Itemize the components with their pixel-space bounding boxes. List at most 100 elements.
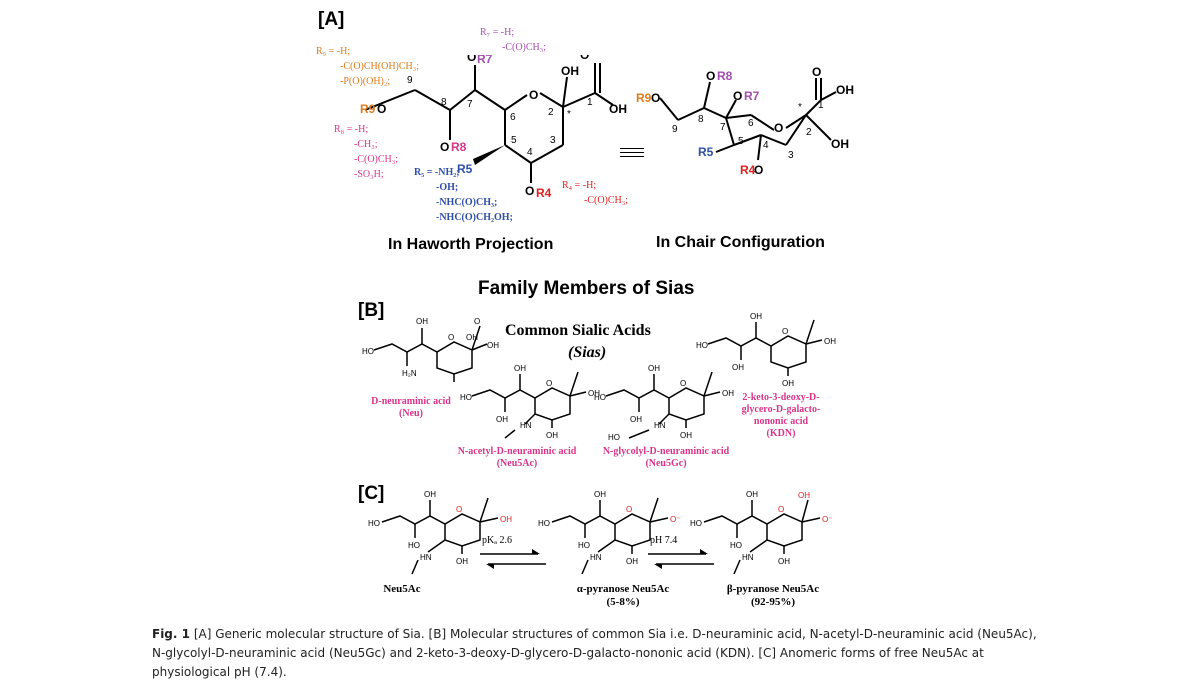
svg-text:O: O [782,327,788,336]
panel-b-label: [B] [358,300,385,321]
svg-text:6: 6 [510,112,516,123]
panel-c-label: [C] [358,483,385,504]
svg-text:OH: OH [588,389,600,398]
svg-text:R9: R9 [636,91,652,105]
svg-text:O: O [651,91,660,105]
neu5gc-name: N-glycolyl-D-neuraminic acid(Neu5Gc) [602,446,730,469]
svg-text:OH: OH [626,557,638,566]
equilibrium-arrows-icon [648,549,714,569]
equilibrium-arrows-icon [480,549,546,569]
svg-text:O: O [778,505,784,514]
svg-text:HO: HO [538,519,550,528]
svg-text:O⁻: O⁻ [670,515,680,524]
svg-text:HN: HN [590,553,602,562]
svg-text:OH: OH [416,317,428,326]
caption-line-1: [A] Generic molecular structure of Sia. … [193,627,1037,641]
svg-text:R4: R4 [536,186,552,200]
svg-text:O: O [626,505,632,514]
svg-text:4: 4 [763,140,769,151]
svg-text:2: 2 [548,107,554,118]
chair-label: In Chair Configuration [656,234,825,251]
pka-label: pKₐ 2.6 [482,535,512,546]
r7-substituents: R₇ = -H; -C(O)CH₃; [480,27,547,53]
svg-text:R7: R7 [744,89,760,103]
svg-text:HO: HO [408,541,420,550]
panel-a-label: [A] [318,9,345,30]
svg-text:R7: R7 [477,55,493,66]
svg-text:O: O [706,69,715,83]
svg-text:OH: OH [746,490,758,499]
svg-text:OH: OH [836,83,854,97]
family-title: Family Members of Sias [478,278,695,299]
svg-text:HO: HO [608,433,620,442]
svg-text:8: 8 [698,114,704,125]
caption-line-2: N-glycolyl-D-neuraminic acid (Neu5Gc) an… [152,646,984,660]
svg-text:HO: HO [368,519,380,528]
neu5ac-c-label: Neu5Ac [383,583,421,595]
beta-pyranose-label: β-pyranose Neu5Ac(92-95%) [726,583,820,608]
svg-text:HN: HN [520,421,532,430]
svg-text:R8: R8 [451,140,467,154]
svg-text:OH: OH [448,383,460,384]
haworth-label: In Haworth Projection [388,236,554,253]
svg-text:O: O [440,140,449,154]
svg-text:O⁻: O⁻ [822,515,832,524]
svg-text:O: O [774,121,783,135]
svg-text:O: O [525,184,534,198]
svg-text:O: O [580,55,589,62]
kdn-name: 2-keto-3-deoxy-D- glycero-D-galacto- non… [741,392,821,439]
svg-text:OH: OH [514,364,526,373]
svg-text:6: 6 [748,118,754,129]
svg-text:OH: OH [466,333,478,342]
svg-text:O: O [467,55,476,64]
svg-text:O: O [377,102,386,116]
svg-text:OH: OH [424,490,436,499]
svg-text:HN: HN [742,553,754,562]
svg-text:OH: OH [648,364,660,373]
svg-text:4: 4 [527,147,533,158]
svg-text:OH: OH [594,490,606,499]
svg-text:OH: OH [824,337,836,346]
svg-text:HO: HO [696,341,708,350]
svg-text:9: 9 [672,124,678,135]
svg-text:O: O [733,89,742,103]
svg-text:1: 1 [587,97,593,108]
svg-text:R5: R5 [457,162,473,176]
svg-text:9: 9 [407,75,413,86]
svg-text:HO: HO [594,393,606,402]
svg-text:O: O [812,65,821,79]
figure-number: Fig. 1 [152,627,190,641]
alpha-pyranose-label: α-pyranose Neu5Ac(5-8%) [576,583,670,608]
svg-text:OH: OH [778,557,790,566]
svg-text:OH: OH [456,557,468,566]
svg-text:HO: HO [578,541,590,550]
svg-text:HO: HO [690,519,702,528]
svg-text:OH: OH [487,341,499,350]
svg-text:HO: HO [460,393,472,402]
svg-text:R5: R5 [698,145,714,159]
svg-text:OH: OH [831,137,849,151]
ph-label: pH 7.4 [650,535,678,546]
svg-text:*: * [798,102,802,113]
svg-text:HN: HN [654,421,666,430]
svg-text:R4: R4 [740,163,756,177]
svg-text:O: O [680,379,686,388]
svg-text:2: 2 [806,127,812,138]
svg-text:OH: OH [782,379,794,388]
svg-text:OH: OH [798,491,810,500]
wedge-bond-icon [473,145,505,165]
svg-text:O: O [448,333,454,342]
svg-text:OH: OH [680,431,692,440]
svg-text:O: O [456,505,462,514]
common-sias-sub: (Sias) [568,344,607,361]
svg-text:7: 7 [720,122,726,133]
svg-text:OH: OH [630,415,642,424]
neu5ac-name: N-acetyl-D-neuraminic acid(Neu5Ac) [457,446,577,469]
